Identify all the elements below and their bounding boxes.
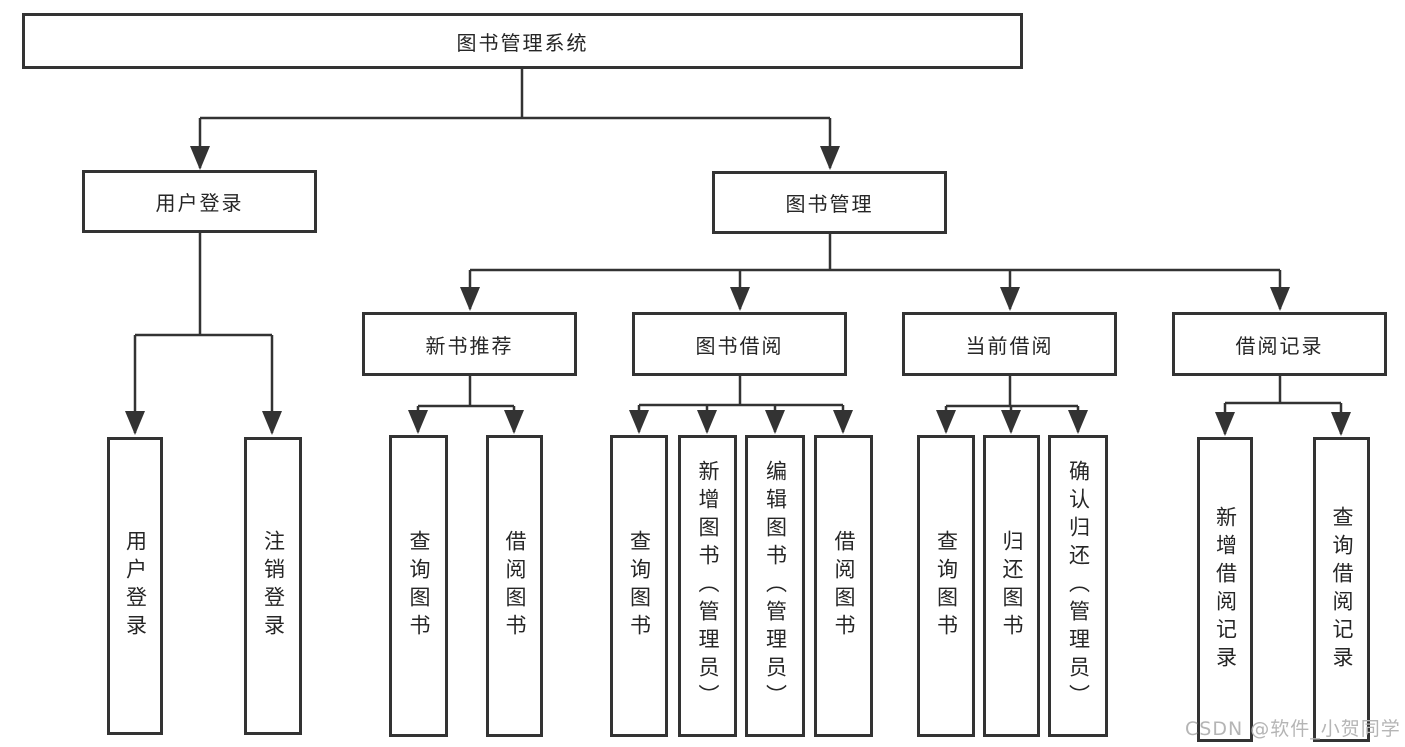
leaf-return-book-label: 归还图书 (1000, 530, 1024, 642)
leaf-confirm-return-admin: 确认归还（管理员） (1048, 435, 1108, 737)
leaf-query-books-newbooks-label: 查询图书 (407, 530, 431, 642)
leaf-query-books-current-label: 查询图书 (934, 530, 959, 642)
node-library-system-label: 图书管理系统 (456, 30, 589, 55)
node-book-management: 图书管理 (712, 171, 947, 234)
leaf-query-borrow-record: 查询借阅记录 (1313, 437, 1370, 742)
node-current-borrowing: 当前借阅 (902, 312, 1117, 376)
leaf-query-books-borrowing: 查询图书 (610, 435, 668, 737)
leaf-user-login-label: 用户登录 (123, 530, 148, 642)
leaf-return-book: 归还图书 (983, 435, 1040, 737)
leaf-user-login: 用户登录 (107, 437, 163, 735)
leaf-confirm-return-admin-label: 确认归还（管理员） (1066, 460, 1091, 712)
node-book-borrowing-label: 图书借阅 (695, 333, 784, 358)
leaf-query-books-current: 查询图书 (917, 435, 975, 737)
leaf-logout: 注销登录 (244, 437, 302, 735)
node-book-borrowing: 图书借阅 (632, 312, 847, 376)
leaf-add-borrow-record: 新增借阅记录 (1197, 437, 1253, 742)
node-borrow-records: 借阅记录 (1172, 312, 1387, 376)
leaf-logout-label: 注销登录 (261, 530, 286, 642)
node-book-management-label: 图书管理 (785, 192, 874, 216)
node-current-borrowing-label: 当前借阅 (965, 333, 1054, 358)
leaf-borrow-books-newbooks-label: 借阅图书 (503, 530, 527, 642)
leaf-add-borrow-record-label: 新增借阅记录 (1213, 505, 1238, 674)
node-library-system: 图书管理系统 (22, 13, 1023, 69)
leaf-query-books-borrowing-label: 查询图书 (627, 530, 652, 642)
leaf-borrow-books-newbooks: 借阅图书 (486, 435, 543, 737)
leaf-edit-book-admin: 编辑图书（管理员） (745, 435, 805, 737)
node-borrow-records-label: 借阅记录 (1235, 333, 1324, 358)
leaf-query-books-newbooks: 查询图书 (389, 435, 448, 737)
leaf-add-book-admin: 新增图书（管理员） (678, 435, 737, 737)
leaf-edit-book-admin-label: 编辑图书（管理员） (763, 460, 788, 712)
leaf-borrow-books-borrowing-label: 借阅图书 (832, 530, 856, 642)
leaf-borrow-books-borrowing: 借阅图书 (814, 435, 873, 737)
node-user-login-label: 用户登录 (155, 191, 244, 215)
node-new-book-recommend: 新书推荐 (362, 312, 577, 376)
node-new-book-recommend-label: 新书推荐 (425, 333, 514, 358)
node-user-login: 用户登录 (82, 170, 317, 233)
leaf-add-book-admin-label: 新增图书（管理员） (696, 460, 720, 712)
leaf-query-borrow-record-label: 查询借阅记录 (1330, 505, 1354, 674)
csdn-watermark: CSDN @软件_小贺同学 (1185, 718, 1401, 740)
